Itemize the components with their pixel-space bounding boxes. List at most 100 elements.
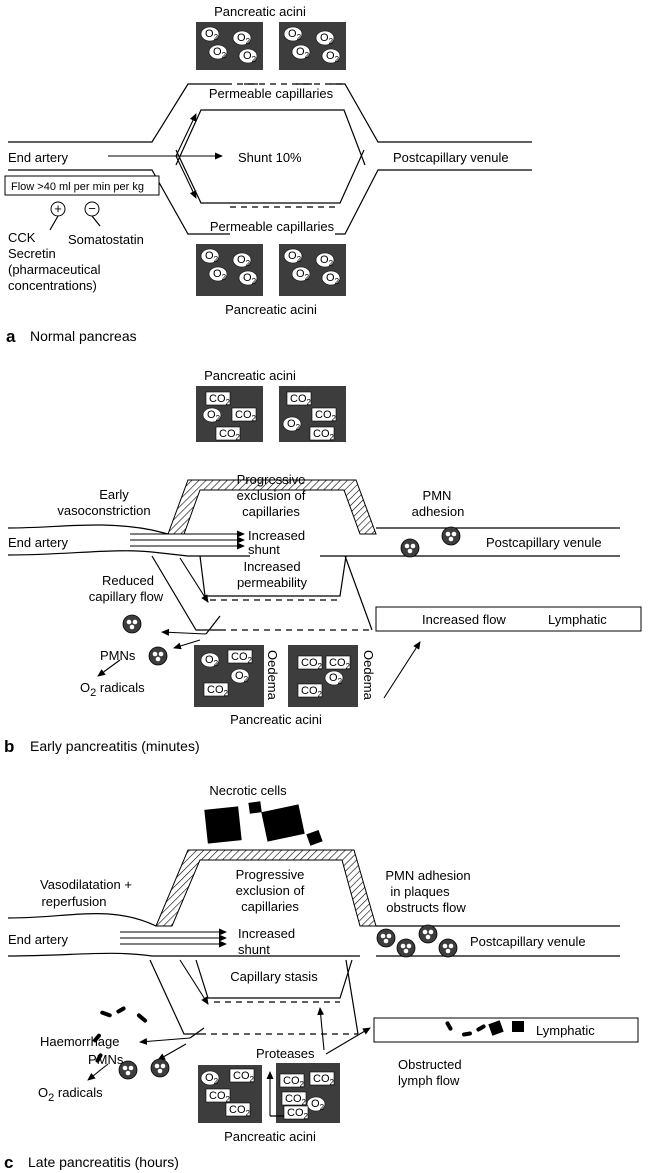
progressive-label: Progressive — [237, 472, 306, 487]
o2-molecule-icon: O2 — [306, 1096, 326, 1112]
debris-group — [445, 1020, 524, 1037]
o2-molecule-icon: O2 — [200, 1070, 220, 1086]
co2-label: CO2 — [235, 409, 257, 423]
vessel-wall — [7, 952, 620, 957]
co2-molecule-icon: CO2 — [286, 391, 312, 407]
o2-label: O2 — [288, 250, 302, 264]
o2-label: O2 — [205, 1072, 219, 1086]
co2-molecule-icon: CO2 — [215, 426, 241, 442]
debris-icon — [488, 1020, 504, 1036]
increased-flow-label: Increased flow — [422, 612, 506, 627]
o2-radicals-label: O2 radicals — [38, 1085, 103, 1104]
o2-molecule-icon: O2 — [321, 270, 341, 286]
pmn-plaques-label: in plaques — [390, 884, 450, 899]
connector — [189, 1027, 205, 1039]
pmn-plaques-label: PMN adhesion — [385, 868, 470, 883]
co2-label: CO2 — [207, 684, 229, 698]
lymphatic-label: Lymphatic — [548, 612, 607, 627]
acinus-box — [288, 645, 358, 707]
co2-label: CO2 — [285, 1093, 307, 1107]
flow-arrow — [175, 113, 197, 157]
pmn-cell-icon — [396, 938, 416, 958]
o2-molecule-icon: O2 — [200, 248, 220, 264]
flow-arrow — [175, 155, 197, 199]
panel-a: Pancreatic acini Permeable capillaries P… — [4, 4, 532, 346]
haemorrhage-arrow — [139, 1037, 191, 1045]
cck-label: CCK — [8, 230, 36, 245]
o2-label: O2 — [320, 254, 334, 268]
panel-title: Normal pancreas — [30, 328, 137, 344]
co2-molecule-icon: CO2 — [325, 655, 351, 671]
pmn-cell-icon — [438, 938, 458, 958]
o2-label: O2 — [296, 46, 310, 60]
o2-molecule-icon: O2 — [238, 48, 258, 64]
panel-title: Early pancreatitis (minutes) — [30, 738, 200, 754]
red-cell-icon — [116, 1006, 126, 1014]
vasodilatation-label: reperfusion — [41, 894, 106, 909]
co2-label: CO2 — [283, 1075, 305, 1089]
pmn-cell-icon — [441, 526, 461, 546]
o2-molecule-icon: O2 — [291, 44, 311, 60]
flow-box-label: Flow >40 ml per min per kg — [11, 181, 144, 193]
co2-label: CO2 — [209, 1090, 231, 1104]
connector — [91, 215, 101, 227]
red-cell-icon — [95, 1053, 103, 1063]
radicals-arrow — [97, 659, 121, 677]
reduced-flow-label: capillary flow — [89, 589, 164, 604]
lymphatic-vessel — [375, 606, 642, 632]
pmn-arrow — [157, 1043, 187, 1061]
postcapillary-venule-label: Postcapillary venule — [393, 150, 509, 165]
panel-letter: c — [4, 1153, 13, 1172]
rbc-group — [93, 1006, 148, 1063]
o2-molecule-icon: O2 — [200, 652, 220, 668]
o2-molecule-icon: O2 — [283, 26, 303, 42]
permeability-label: permeability — [237, 575, 308, 590]
co2-molecule-icon: CO2 — [311, 407, 337, 423]
acini-label-top: Pancreatic acini — [204, 368, 296, 383]
co2-molecule-icon: CO2 — [283, 1105, 309, 1121]
acini-label-bottom: Pancreatic acini — [224, 1129, 316, 1144]
o2-label: O2 — [237, 254, 251, 268]
end-artery-label: End artery — [8, 150, 68, 165]
pmn-cell-icon — [376, 928, 396, 948]
o2-molecule-icon: O2 — [208, 44, 228, 60]
panel-c: Necrotic cells Vasodilatation + reperfus… — [4, 783, 639, 1172]
obstructed-label: Obstructed — [398, 1057, 462, 1072]
co2-label: CO2 — [329, 657, 351, 671]
co2-molecule-icon: CO2 — [309, 426, 335, 442]
plus-sign: + — [54, 201, 62, 216]
panel-b: Pancreatic acini Early vasoconstriction … — [4, 368, 642, 756]
o2-label: O2 — [207, 409, 221, 423]
o2-molecule-icon: O2 — [315, 252, 335, 268]
o2-molecule-icon: O2 — [291, 266, 311, 282]
flow-arrow — [325, 1027, 371, 1055]
o2-label: O2 — [213, 46, 227, 60]
shunt-label: shunt — [238, 942, 270, 957]
red-cell-icon — [100, 1010, 112, 1018]
secretin-label: Secretin — [8, 246, 56, 261]
pmn-cell-icon — [118, 1060, 138, 1080]
capillary-outer — [151, 555, 373, 631]
necrotic-cell-icon — [248, 801, 262, 814]
panel-letter: b — [4, 737, 14, 756]
postcapillary-venule-label: Postcapillary venule — [470, 934, 586, 949]
flow-arrow — [317, 1007, 325, 1051]
o2-label: O2 — [243, 272, 257, 286]
o2-label: O2 — [326, 50, 340, 64]
o2-label: O2 — [213, 268, 227, 282]
vessel-wall — [7, 550, 620, 557]
o2-molecule-icon: O2 — [324, 670, 344, 686]
progressive-label: Progressive — [236, 867, 305, 882]
co2-label: CO2 — [315, 409, 337, 423]
co2-molecule-icon: CO2 — [279, 1073, 305, 1089]
co2-label: CO2 — [301, 685, 323, 699]
o2-label: O2 — [287, 418, 301, 432]
capillary-inner — [199, 555, 347, 597]
early-label: vasoconstriction — [57, 503, 150, 518]
co2-molecule-icon: CO2 — [309, 1071, 335, 1087]
pharma-label: concentrations) — [8, 278, 97, 293]
end-artery-label: End artery — [8, 932, 68, 947]
debris-icon — [445, 1021, 453, 1031]
capillary-outer-bottom — [8, 169, 532, 235]
